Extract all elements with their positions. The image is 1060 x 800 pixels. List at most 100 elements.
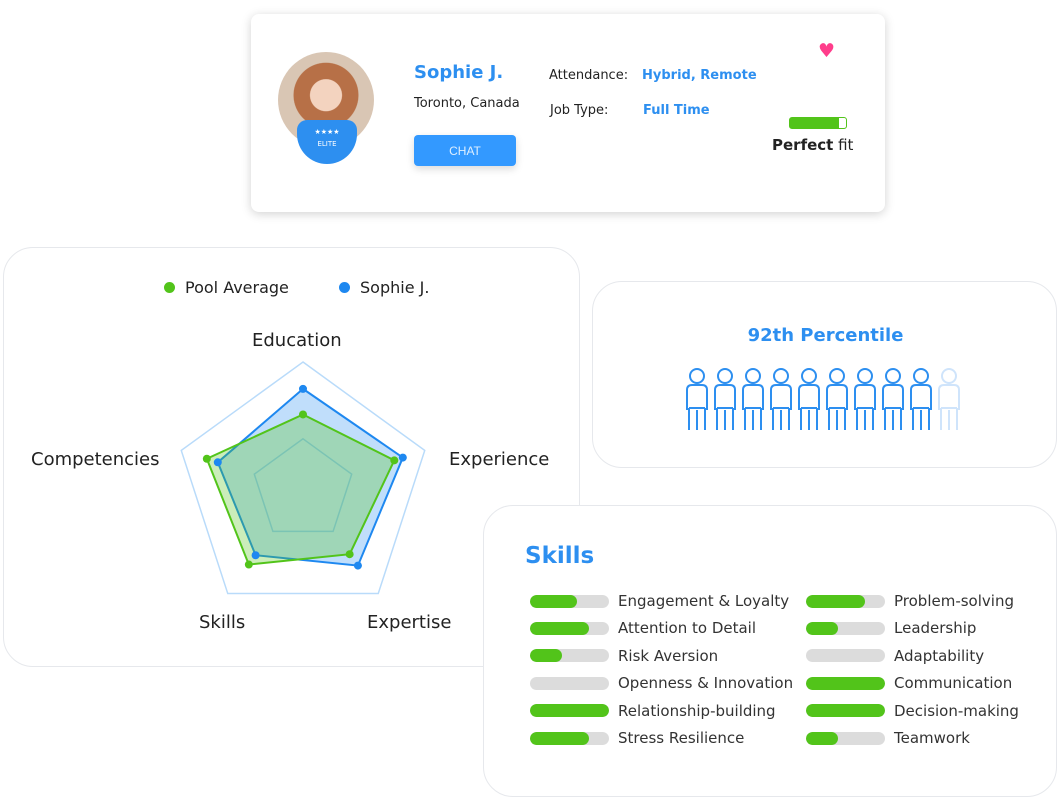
chat-button[interactable]: CHAT: [414, 135, 516, 166]
person-icon: [853, 368, 877, 436]
skill-row: Decision-making: [806, 702, 1019, 720]
person-icon: [937, 368, 961, 436]
skill-label: Teamwork: [894, 729, 970, 747]
skill-bar: [530, 594, 609, 608]
radar-point: [244, 560, 253, 569]
fit-bold: Perfect: [772, 136, 834, 154]
radar-card: Pool Average Sophie J. Education Experie…: [3, 247, 580, 667]
fit-bar-fill: [790, 118, 840, 128]
radar-grid-ring: [180, 361, 426, 595]
fit-text: Perfect fit: [772, 136, 853, 154]
skill-bar: [806, 621, 885, 635]
skill-row: Adaptability: [806, 647, 984, 665]
skill-bar: [806, 649, 885, 663]
radar-point: [299, 384, 307, 393]
legend-sophie: Sophie J.: [339, 278, 429, 297]
skill-label: Risk Aversion: [618, 646, 719, 665]
person-icon: [825, 368, 849, 436]
skill-label: Communication: [894, 674, 1013, 693]
skill-bar-fill: [530, 731, 590, 745]
job-type-label: Job Type:: [550, 103, 609, 118]
radar-point: [390, 456, 399, 465]
skill-bar: [806, 704, 885, 718]
skill-bar-fill: [530, 594, 578, 608]
skill-bar: [806, 731, 885, 745]
candidate-name: Sophie J.: [414, 62, 504, 83]
skill-bar: [530, 731, 609, 745]
radar-chart: [180, 361, 426, 595]
skill-label: Relationship-building: [618, 701, 776, 720]
axis-label-skills: Skills: [199, 612, 246, 633]
radar-grid-ring: [253, 437, 353, 533]
person-icon: [909, 368, 933, 436]
skill-row: Risk Aversion: [530, 647, 718, 665]
person-icon: [797, 368, 821, 436]
person-icon: [741, 368, 765, 436]
skill-row: Teamwork: [806, 729, 970, 747]
skill-bar-fill: [530, 621, 590, 635]
skill-row: Attention to Detail: [530, 619, 756, 637]
skill-bar-fill: [530, 704, 609, 718]
skill-label: Adaptability: [894, 646, 985, 665]
radar-point: [353, 561, 362, 570]
legend-pool: Pool Average: [164, 278, 289, 297]
skill-label: Stress Resilience: [618, 729, 745, 747]
skill-row: Leadership: [806, 619, 976, 637]
skill-label: Leadership: [894, 619, 977, 638]
sophie-dot: [339, 282, 350, 293]
radar-point: [398, 453, 407, 462]
skill-bar: [806, 676, 885, 690]
attendance-value: Hybrid, Remote: [642, 68, 757, 83]
skill-row: Relationship-building: [530, 702, 776, 720]
radar-point: [345, 550, 354, 559]
job-type-value: Full Time: [643, 103, 710, 118]
radar-point: [251, 551, 260, 560]
skill-label: Decision-making: [894, 701, 1019, 720]
heart-icon[interactable]: ♥: [818, 40, 836, 62]
skill-row: Stress Resilience: [530, 729, 744, 747]
skill-bar: [530, 704, 609, 718]
elite-badge: ★★★★ELITE: [297, 120, 357, 164]
skill-bar-fill: [806, 731, 838, 745]
skill-row: Communication: [806, 674, 1012, 692]
people-row: [685, 368, 961, 436]
skill-bar: [806, 594, 885, 608]
skill-bar-fill: [806, 704, 885, 718]
skill-row: Openness & Innovation: [530, 674, 793, 692]
candidate-location: Toronto, Canada: [414, 96, 520, 111]
skill-bar-fill: [806, 594, 866, 608]
skill-bar-fill: [530, 649, 562, 663]
skill-bar: [530, 649, 609, 663]
fit-bar: [789, 117, 847, 129]
radar-series-area: [205, 413, 396, 566]
skill-label: Attention to Detail: [618, 619, 757, 638]
skill-bar-fill: [806, 621, 838, 635]
axis-label-expertise: Expertise: [367, 612, 452, 633]
skill-label: Openness & Innovation: [618, 674, 794, 693]
fit-rest: fit: [833, 136, 854, 154]
skill-bar: [530, 676, 609, 690]
skill-bar-fill: [806, 676, 885, 690]
person-icon: [881, 368, 905, 436]
person-icon: [685, 368, 709, 436]
skill-bar: [530, 621, 609, 635]
percentile-card: 92th Percentile: [592, 281, 1057, 468]
radar-point: [213, 458, 222, 467]
legend-pool-label: Pool Average: [185, 278, 289, 297]
radar-point: [202, 454, 211, 463]
percentile-title: 92th Percentile: [747, 325, 904, 346]
badge-label: ELITE: [317, 140, 337, 148]
radar-point: [299, 410, 307, 419]
candidate-card: ★★★★ELITE Sophie J. Toronto, Canada CHAT…: [251, 14, 885, 212]
skill-label: Engagement & Loyalty: [618, 592, 790, 610]
skills-title: Skills: [525, 543, 595, 569]
person-icon: [769, 368, 793, 436]
axis-label-experience: Experience: [449, 449, 550, 470]
skill-row: Problem-solving: [806, 592, 1014, 610]
axis-label-education: Education: [252, 330, 342, 351]
legend-sophie-label: Sophie J.: [360, 278, 430, 297]
person-icon: [713, 368, 737, 436]
attendance-label: Attendance:: [549, 68, 629, 83]
axis-label-competencies: Competencies: [31, 449, 160, 470]
